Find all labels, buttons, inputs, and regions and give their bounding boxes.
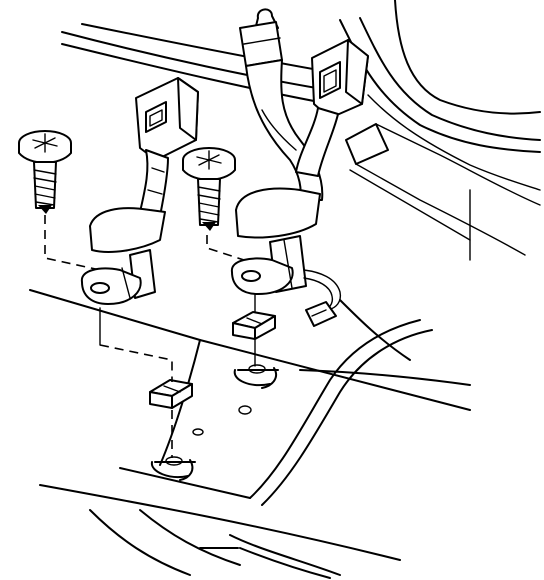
- right-anchor-nut: [232, 311, 276, 340]
- left-seat-belt-buckle: [80, 77, 199, 305]
- left-floor-hole: [150, 456, 196, 481]
- floor-panel: [29, 289, 471, 579]
- left-bolt: [18, 130, 72, 214]
- belt-harness-connector: [303, 269, 342, 327]
- right-seat-belt-buckle: [230, 8, 369, 295]
- floor-small-holes: [192, 405, 252, 436]
- left-anchor-nut: [149, 379, 193, 409]
- right-bolt: [182, 147, 236, 231]
- right-floor-hole: [233, 364, 279, 389]
